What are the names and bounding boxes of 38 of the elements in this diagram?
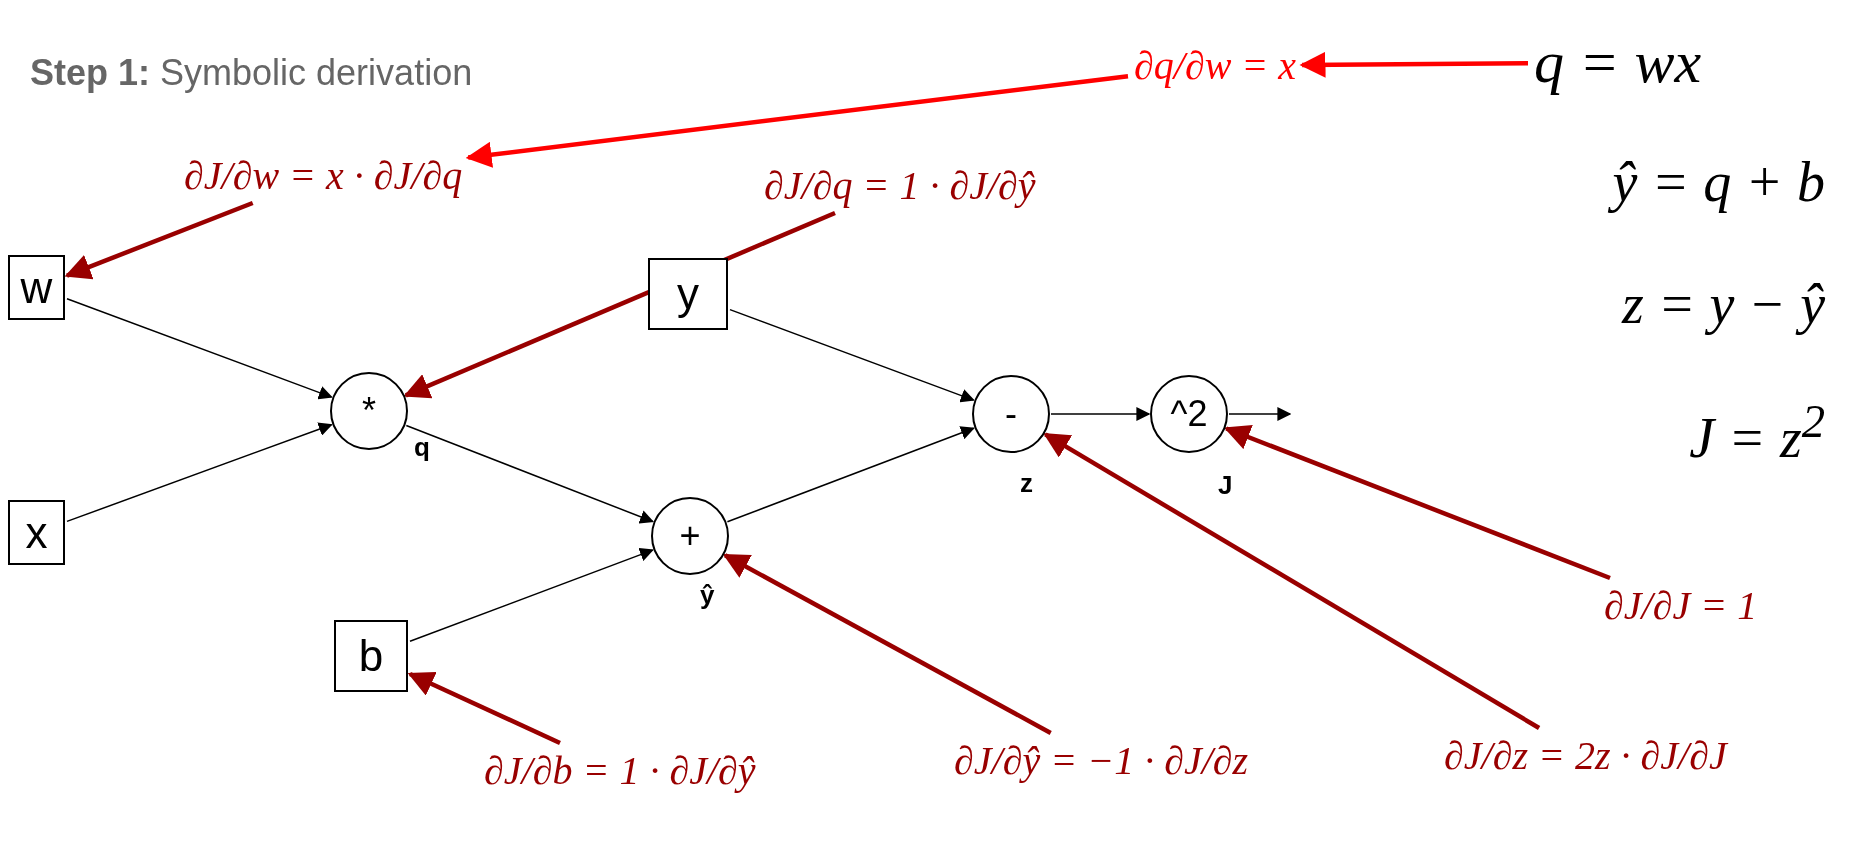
leader-arrow <box>1223 424 1611 581</box>
arrow <box>726 426 975 523</box>
equation-text: z = y − ŷ <box>1621 272 1825 336</box>
leader-arrow <box>407 671 561 746</box>
input-box: x <box>8 500 65 565</box>
gradient-formula: ∂J/∂z = 2z · ∂J/∂J <box>1440 730 1731 781</box>
gradient-formula: ∂J/∂J = 1 <box>1600 580 1762 631</box>
leader-arrow <box>722 553 1052 735</box>
gradient-formula: ∂J/∂q = 1 · ∂J/∂ŷ <box>760 160 1040 211</box>
arrow <box>405 424 654 524</box>
input-box: b <box>334 620 408 692</box>
operation-circle: ^2 <box>1150 375 1228 453</box>
input-box: y <box>648 258 728 330</box>
arrow <box>729 308 975 403</box>
equation-text: q = wx <box>1530 26 1706 99</box>
gradient-formula: ∂J/∂w = x · ∂J/∂q <box>180 150 467 201</box>
leader-arrow <box>64 200 254 280</box>
operation-circle: + <box>651 497 729 575</box>
operation-circle: * <box>330 372 408 450</box>
title: Step 1: Symbolic derivation <box>30 52 473 94</box>
gradient-formula: ∂J/∂ŷ = −1 · ∂J/∂z <box>950 735 1253 786</box>
equation-text: J = z$^{2}$ <box>1689 394 1825 470</box>
arrow <box>66 422 333 523</box>
input-box: w <box>8 255 65 320</box>
arrow <box>66 298 333 400</box>
leader-arrow <box>465 73 1129 168</box>
gradient-formula: ∂J/∂b = 1 · ∂J/∂ŷ <box>480 745 760 796</box>
variable-label: q <box>414 432 430 463</box>
arrow <box>409 548 654 643</box>
leader-arrow <box>1043 432 1541 730</box>
variable-label: ŷ <box>700 580 715 611</box>
variable-label: z <box>1020 468 1033 499</box>
gradient-formula: ∂q/∂w = x <box>1130 40 1301 91</box>
operation-circle: - <box>972 375 1050 453</box>
arrow <box>1228 407 1292 421</box>
variable-label: J <box>1218 470 1233 501</box>
arrow <box>1050 407 1151 421</box>
leader-arrow <box>1299 51 1528 78</box>
